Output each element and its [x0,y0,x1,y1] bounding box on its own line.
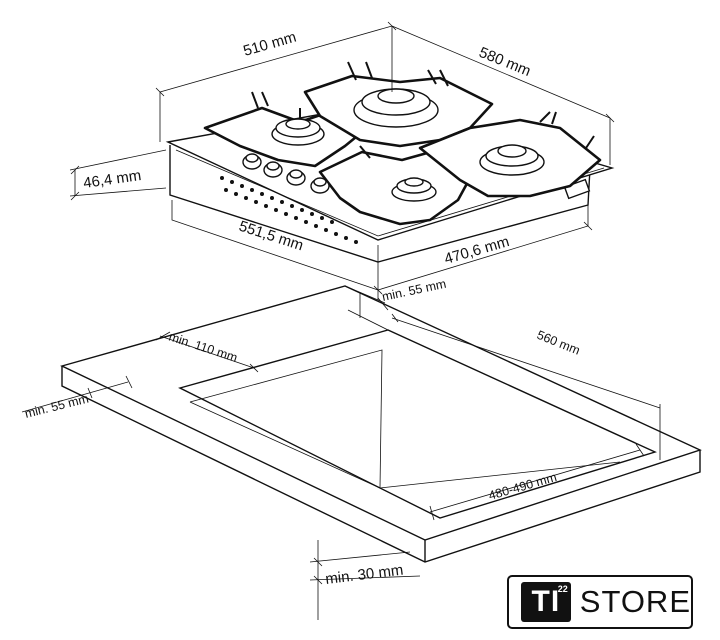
logo-word: STORE [579,584,691,619]
burner-front-right [479,144,545,176]
dim-depth-top: 580 mm [477,44,534,80]
hob-dimension-lines [69,21,615,300]
burner-front-small [391,177,437,202]
burner-back-left [271,118,325,146]
gas-hob-drawing: 510 mm 580 mm 46,4 mm 551,5 mm 470,6 mm [69,21,615,300]
logo-mark-text: TI [531,585,561,618]
store-logo: TI 22 STORE [507,575,693,629]
logo-number: 22 [557,584,568,594]
logo-mark: TI 22 [521,582,571,622]
dim-worktop-thickness: min. 30 mm [324,562,404,588]
burner-back-right-large [353,88,439,128]
dim-depth-bottom: 470,6 mm [442,233,511,268]
dim-clearance-side: min. 110 mm [167,330,239,365]
dim-clearance-back: min. 55 mm [381,277,448,304]
control-knobs [242,153,330,194]
dim-cutout-depth: 560 mm [535,328,582,358]
vent-holes [220,176,358,244]
dim-width-bottom: 551,5 mm [237,218,306,255]
dim-height: 46,4 mm [82,167,142,192]
worktop-cutout-drawing: min. 55 mm min. 110 mm min. 55 mm 560 mm… [21,277,702,620]
dim-clearance-front: min. 55 mm [23,392,90,421]
cutout-dimension-lines [21,285,661,620]
